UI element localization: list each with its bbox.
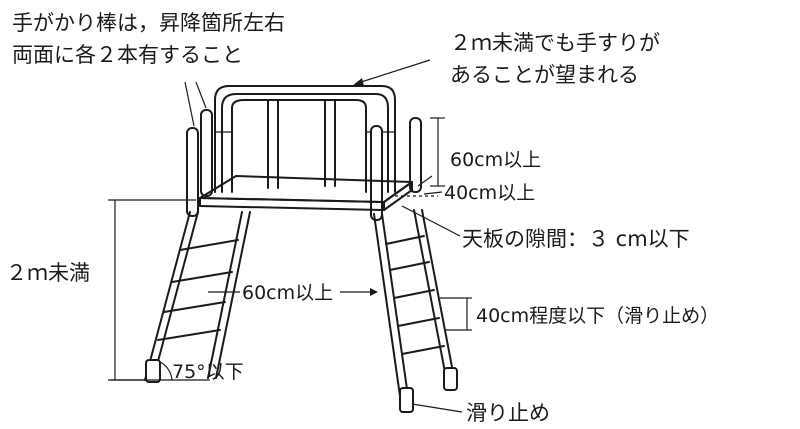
rail-height-label: 60cm以上 <box>450 149 541 171</box>
handrail-note-line1: 手がかり棒は，昇降箇所左右 <box>12 11 285 35</box>
upper-railing <box>214 85 396 193</box>
right-ladder <box>373 209 458 413</box>
handrail-note-line2: 両面に各２本有すること <box>12 43 243 67</box>
gap-width-label: 40cm以上 <box>444 182 535 204</box>
left-ladder <box>144 211 251 383</box>
total-height-label: ２ｍ未満 <box>6 261 90 285</box>
step-spacing-label: 40cm程度以下（滑り止め） <box>476 305 719 327</box>
hand-grip-posts <box>186 109 422 221</box>
angle-label: 75°以下 <box>172 361 244 383</box>
ladder-width-label: 60cm以上 <box>242 282 333 304</box>
top-gap-label: 天板の隙間：３ cm以下 <box>462 227 690 251</box>
platform-top <box>199 175 438 211</box>
rail-note-line2: あることが望まれる <box>450 63 639 87</box>
rail-note-line1: ２ｍ未満でも手すりが <box>450 31 660 55</box>
dimension-lines <box>108 59 472 413</box>
annotations: 手がかり棒は，昇降箇所左右 両面に各２本有すること ２ｍ未満でも手すりが あるこ… <box>6 11 719 425</box>
anti-slip-label: 滑り止め <box>466 401 550 425</box>
